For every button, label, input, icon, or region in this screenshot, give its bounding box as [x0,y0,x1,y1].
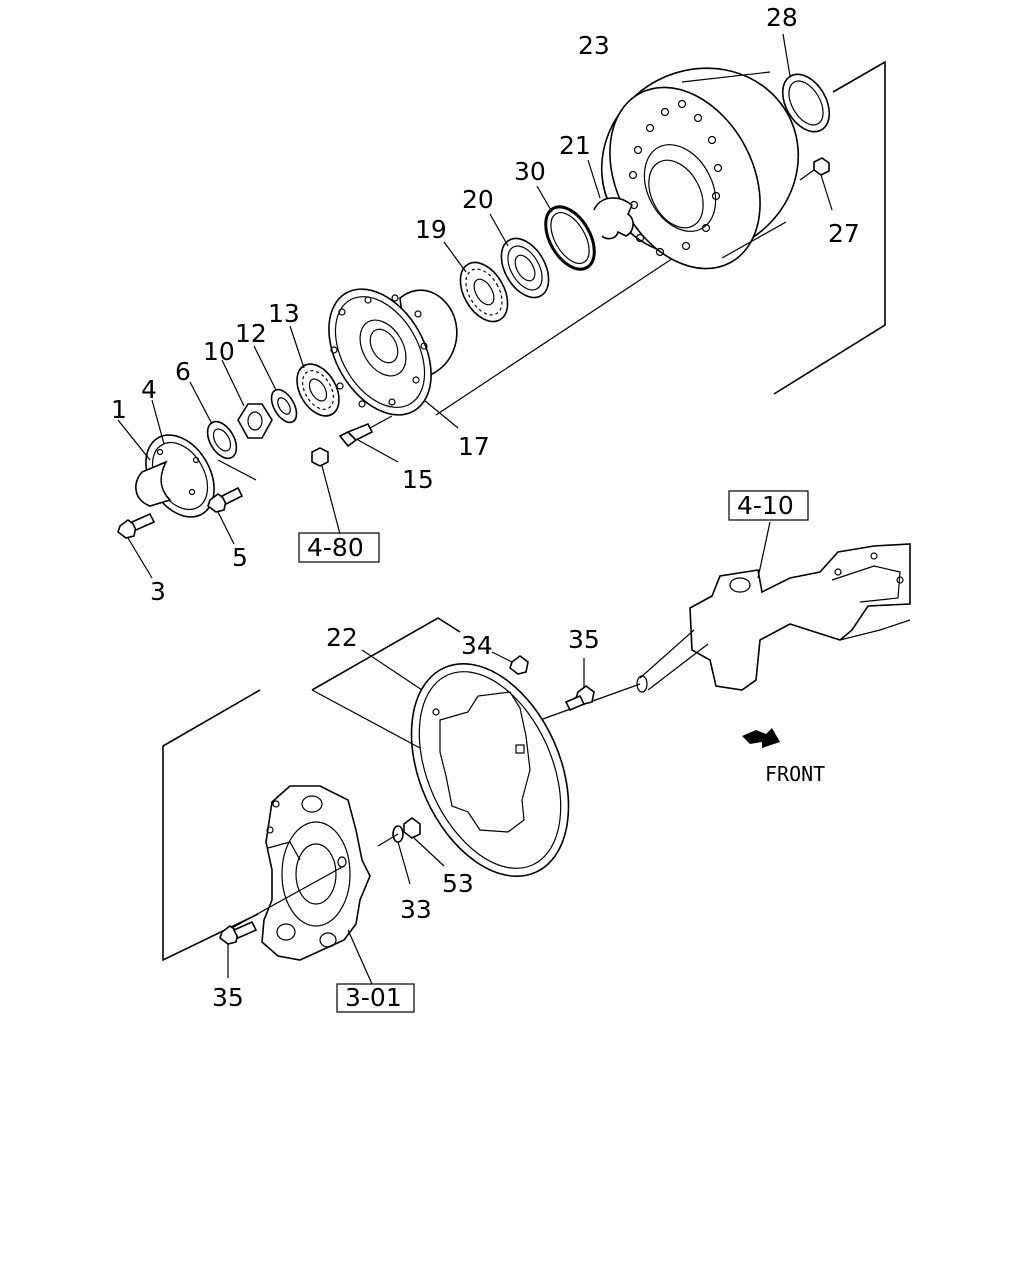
dust-shield [410,662,570,878]
leader-28 [782,33,791,77]
steering-knuckle [636,543,911,693]
callout-20[interactable]: 20 [462,185,494,214]
ref-box-410 [728,490,809,521]
hub-cap [135,434,215,518]
leader-6 [189,381,213,425]
leader-12 [253,345,277,391]
callout-35-lower[interactable]: 35 [212,983,244,1012]
callout-23[interactable]: 23 [578,31,610,60]
leader-27 [820,174,833,211]
front-arrow-icon [742,728,780,748]
inner-seal [206,420,238,460]
leader-19 [443,241,467,273]
oil-seal [781,73,831,133]
bracket-22-left [311,689,421,749]
ref-4-80[interactable]: 4-80 [307,533,364,562]
outer-bearing [500,237,550,299]
brake-drum [600,67,800,270]
leader-20 [489,213,509,247]
center-axis-line [435,234,709,416]
callout-28[interactable]: 28 [766,3,798,32]
leader-5 [217,511,235,545]
leader-410 [757,521,771,579]
plate-nut [403,817,421,839]
leader-33 [397,841,411,885]
ref-box-480 [298,532,380,563]
ref-4-10[interactable]: 4-10 [737,491,794,520]
ref-box-301 [336,983,415,1013]
callout-3[interactable]: 3 [150,577,166,606]
leader-13 [289,325,305,369]
leader-21 [587,159,601,199]
tapered-bearing [459,261,509,323]
leader-15 [357,439,399,463]
hub-nut [237,403,273,439]
front-label: FRONT [765,762,825,786]
ref-3-01[interactable]: 3-01 [345,983,402,1012]
inner-bearing [296,363,340,417]
snap-ring [544,205,596,271]
callout-35-upper[interactable]: 35 [568,625,600,654]
leader-3 [127,537,153,579]
backing-plate-bolt [219,920,258,945]
callout-21[interactable]: 21 [559,131,591,160]
hub-stud [338,415,393,448]
leader-10 [221,359,245,407]
cap-screw [117,512,156,539]
retaining-clip [593,197,634,240]
shield-bolt [509,655,529,675]
callout-4[interactable]: 4 [141,375,157,404]
callout-33[interactable]: 33 [400,895,432,924]
wheel-hub [328,288,458,416]
drum-nut [799,157,830,181]
leader-301 [347,929,373,985]
leader-53 [413,837,445,867]
assembly-bracket-upper [773,60,886,395]
leader-480 [321,465,341,535]
leader-30 [536,185,553,213]
knuckle-bolt [564,685,595,712]
callout-22[interactable]: 22 [326,623,358,652]
leader-1 [117,419,151,461]
callout-13[interactable]: 13 [268,299,300,328]
washer-axis [377,833,399,847]
leader-4 [151,399,165,445]
leader-22 [361,649,423,691]
callout-6[interactable]: 6 [175,357,191,386]
callout-12[interactable]: 12 [235,319,267,348]
lock-washer [270,388,298,424]
callout-34[interactable]: 34 [461,631,493,660]
callout-10[interactable]: 10 [203,337,235,366]
callout-19[interactable]: 19 [415,215,447,244]
cap-bolt [207,486,244,513]
callout-27[interactable]: 27 [828,219,860,248]
callout-5[interactable]: 5 [232,543,248,572]
callout-30[interactable]: 30 [514,157,546,186]
bolt-axis-line [231,865,345,929]
leader-6-group [217,459,257,481]
callout-53[interactable]: 53 [442,869,474,898]
callout-15[interactable]: 15 [402,465,434,494]
leader-17 [423,399,459,429]
callout-17[interactable]: 17 [458,432,490,461]
callout-1[interactable]: 1 [111,395,127,424]
backing-plate [261,785,371,961]
leader-34 [491,651,513,663]
wheel-nut [311,447,329,467]
assembly-bracket-lower [162,689,261,962]
bracket-22-top [311,617,461,691]
